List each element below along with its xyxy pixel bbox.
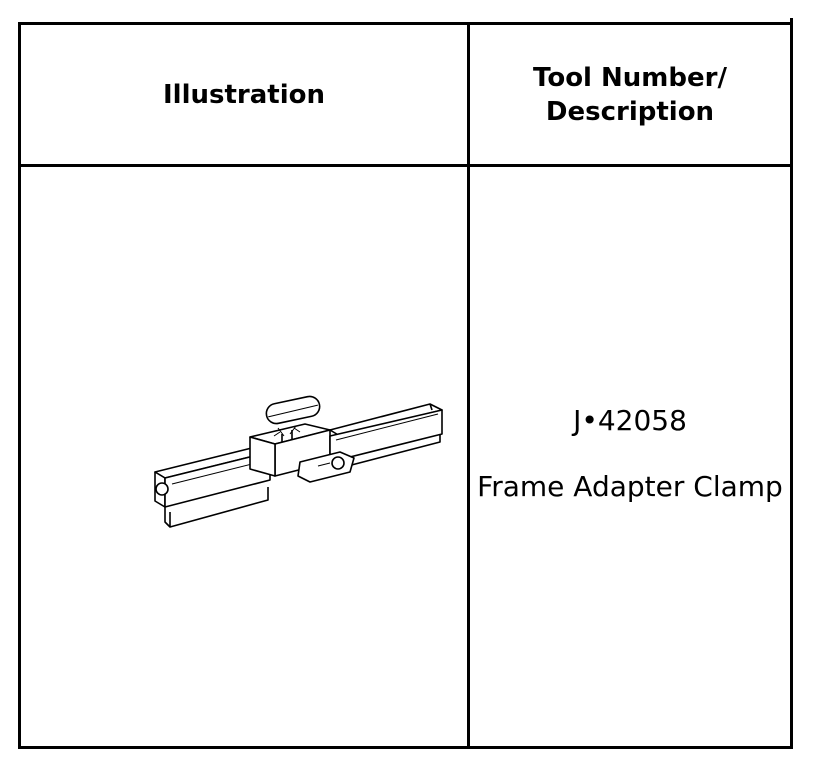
header-illustration: Illustration [21, 25, 467, 164]
table-top-border [18, 22, 792, 25]
header-tool-number-line1: Tool Number/ [533, 62, 727, 93]
header-tool-number-line2: Description [545, 96, 715, 127]
header-tool-number: Tool Number/ Description [470, 25, 790, 164]
header-bottom-border [18, 164, 792, 167]
header-illustration-label: Illustration [163, 79, 325, 110]
tool-description: Frame Adapter Clamp [477, 470, 783, 503]
tool-number: J•42058 [573, 404, 687, 437]
frame-adapter-clamp-drawing [154, 395, 443, 528]
column-divider [467, 22, 470, 749]
table-bottom-border [18, 746, 792, 749]
table-left-border [18, 22, 21, 749]
table-right-border [790, 18, 793, 749]
